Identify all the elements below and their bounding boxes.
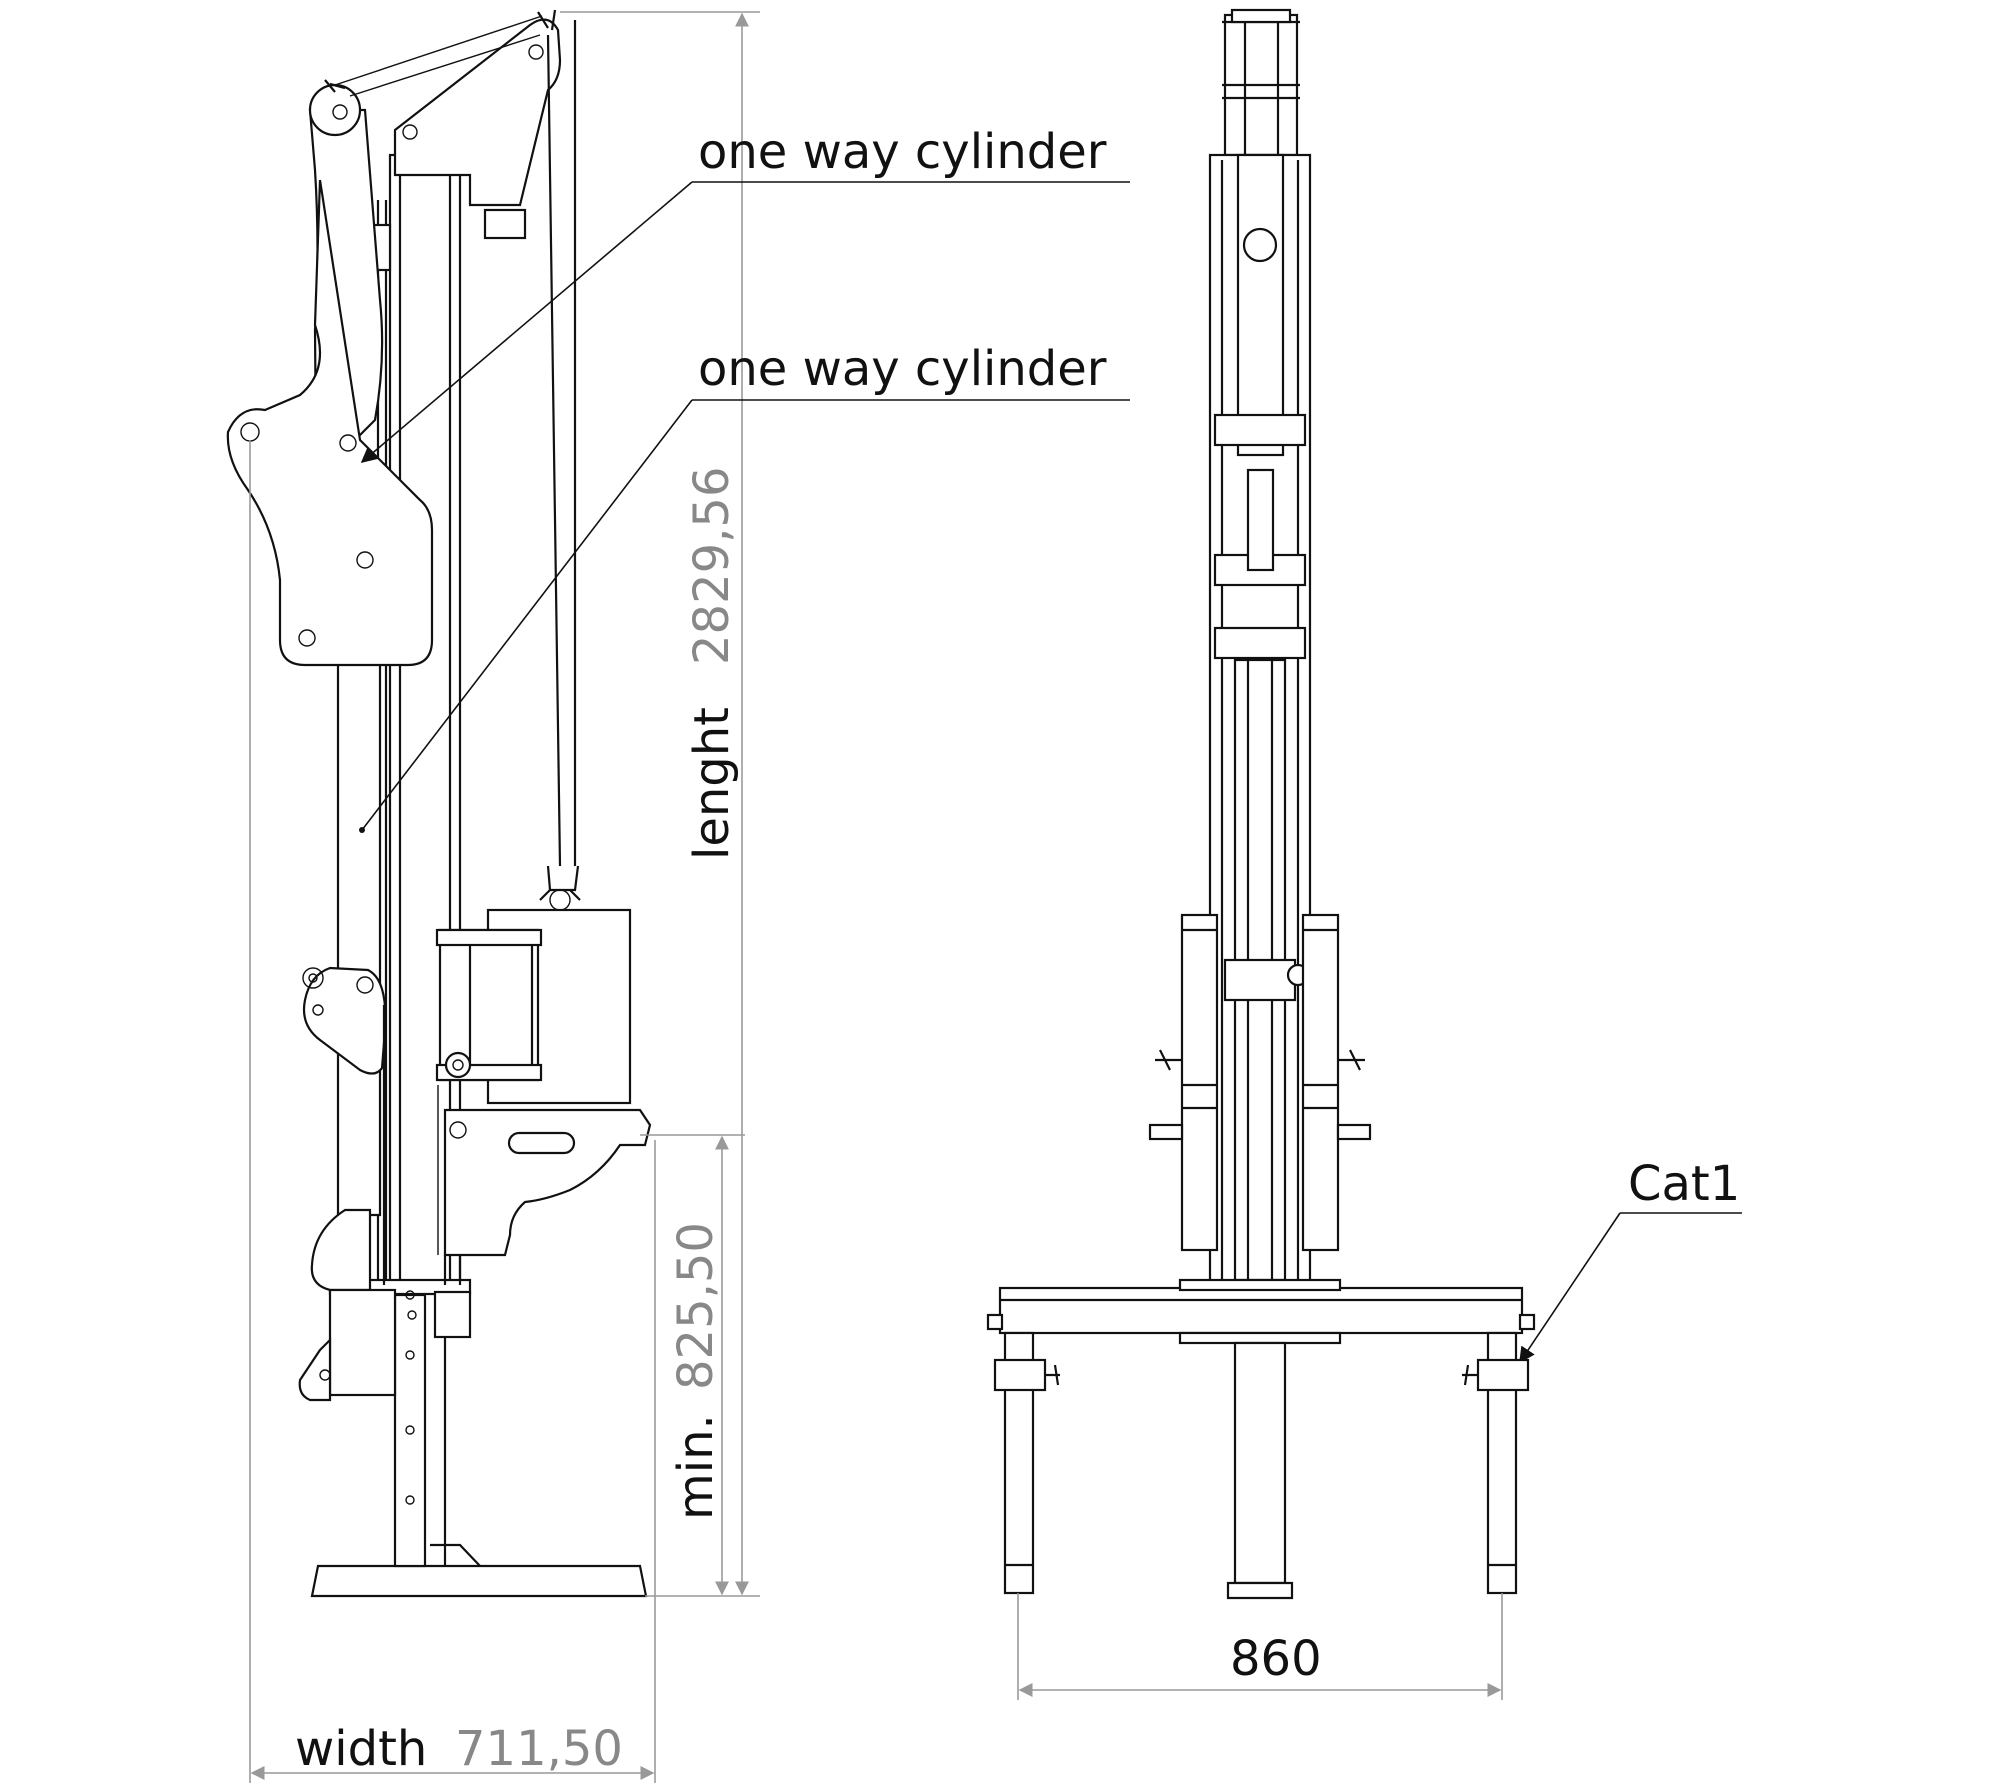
side-bottom-bracket [310,1208,372,1292]
front-view [986,8,1536,1600]
side-main-mast [388,153,462,1287]
side-motor-cylinder [438,928,540,1082]
min-dimension-value: 825,50 [668,1222,724,1390]
front-right-cylinder [1301,913,1340,1252]
side-lower-column [393,1293,427,1568]
front-center-post [1233,1341,1287,1585]
front-crossbeam [998,1286,1524,1335]
side-view [226,9,652,1598]
length-dimension-value: 2829,56 [684,467,740,666]
length-dimension-label: lenght [684,707,740,860]
side-carriage [443,1108,652,1257]
callout-cat1: Cat1 [1628,1156,1740,1212]
callout-one-way-cylinder-top: one way cylinder [698,124,1107,180]
front-left-cylinder [1180,913,1219,1252]
callout-leader-top [360,181,693,464]
front-dimensions: 860 [1017,1593,1503,1700]
side-arm-vertical [336,658,382,1217]
callouts: one way cylinder one way cylinder Cat1 [359,124,1742,1364]
side-top-bracket [393,18,562,207]
width-dimension-value: 711,50 [455,1721,623,1777]
callout-leader-cat1 [1519,1212,1621,1364]
callout-one-way-cylinder-mid: one way cylinder [698,341,1107,397]
width-dimension-label: width [295,1721,427,1777]
min-dimension-label: min. [668,1414,724,1520]
side-base-plate [310,1564,648,1598]
span-dimension-value: 860 [1230,1631,1322,1687]
callout-leader-mid [361,399,693,831]
side-mount-plate [226,179,434,667]
side-top-pulley [308,83,362,137]
side-dimensions: lenght 2829,56 min. 825,50 width 711,50 [249,11,760,1783]
